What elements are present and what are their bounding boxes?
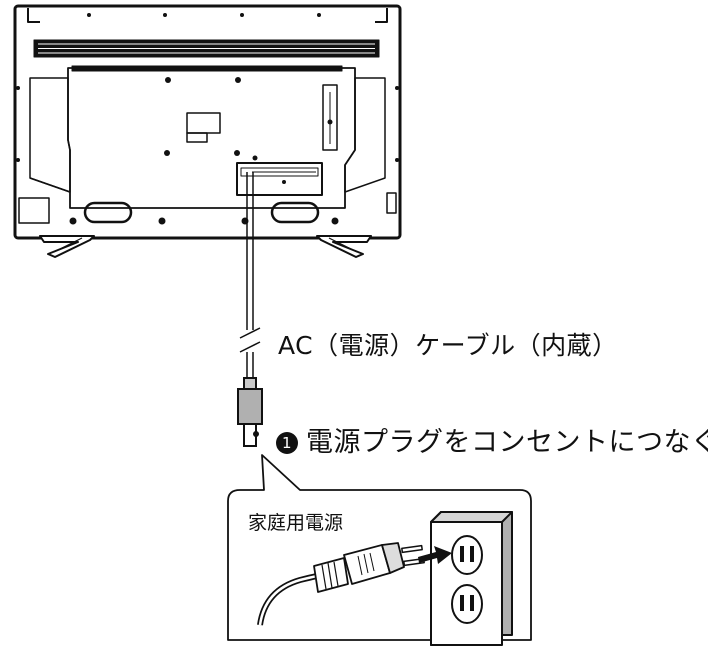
step-number-badge: 1 — [276, 432, 298, 454]
ac-cable — [239, 172, 261, 378]
tv-back-panel — [13, 4, 402, 240]
insert-arrow-icon — [418, 546, 452, 564]
screw-holes — [16, 13, 399, 225]
step-text: 電源プラグをコンセントにつなぐ — [306, 427, 708, 458]
wall-outlet — [430, 511, 513, 646]
step-instruction: 1 電源プラグをコンセントにつなぐ — [276, 420, 708, 459]
ac-cable-label: AC（電源）ケーブル（内蔵） — [278, 331, 618, 360]
stand-feet — [39, 235, 372, 258]
power-plug — [237, 377, 263, 447]
household-power-label: 家庭用電源 — [248, 512, 344, 534]
